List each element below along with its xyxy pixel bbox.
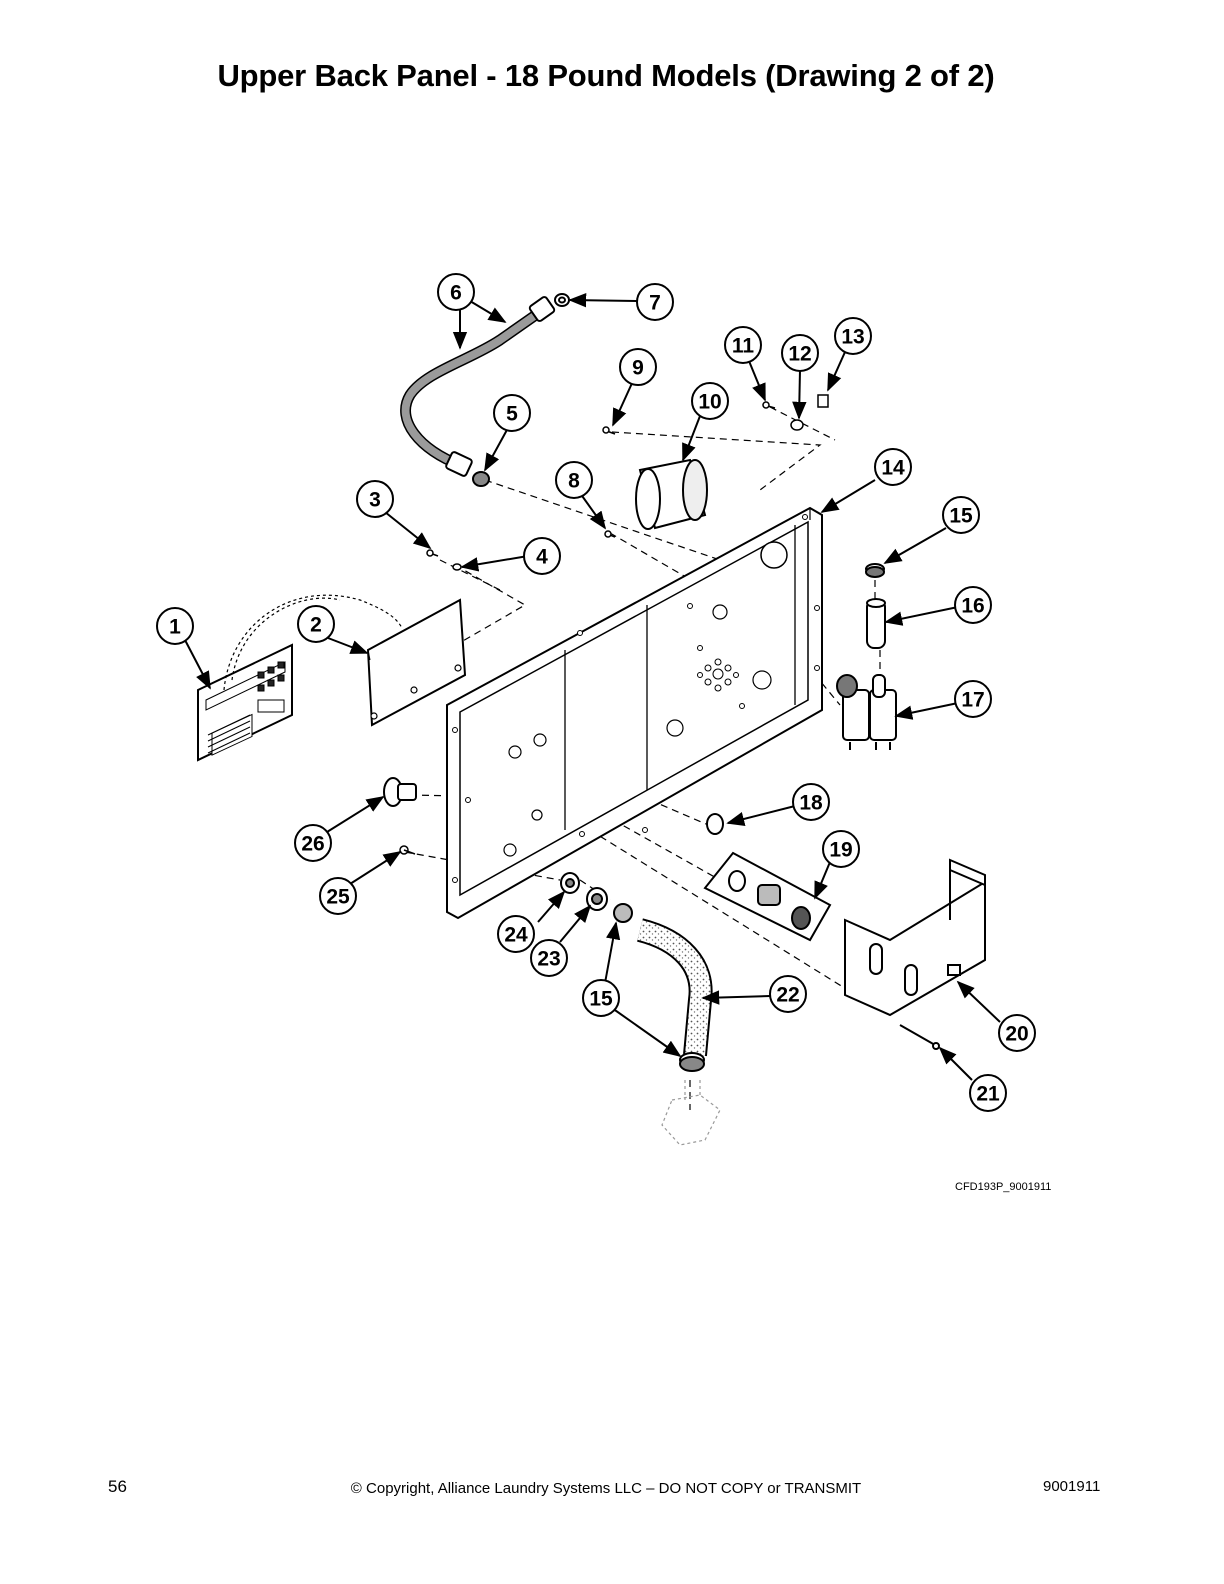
- callout-20: 20: [998, 1014, 1036, 1052]
- hose-screen-filter: [472, 471, 490, 487]
- vent-duct: [635, 458, 708, 530]
- svg-text:18: 18: [799, 792, 823, 815]
- svg-text:22: 22: [776, 984, 799, 1007]
- svg-text:10: 10: [698, 391, 721, 414]
- document-number: 9001911: [1043, 1478, 1101, 1495]
- callout-1: 1: [156, 607, 194, 645]
- svg-text:13: 13: [841, 326, 864, 349]
- page-number: 56: [108, 1477, 127, 1496]
- callout-25: 25: [319, 877, 357, 915]
- copyright-notice: © Copyright, Alliance Laundry Systems LL…: [350, 1480, 862, 1497]
- callout-18: 18: [792, 783, 830, 821]
- callout-4: 4: [523, 537, 561, 575]
- callout-15-lower: 15: [582, 979, 620, 1017]
- svg-text:16: 16: [961, 595, 984, 618]
- callout-12: 12: [781, 334, 819, 372]
- callout-24: 24: [497, 915, 535, 953]
- callout-19: 19: [822, 830, 860, 868]
- svg-text:9: 9: [632, 357, 644, 380]
- leader-lines: [184, 293, 1001, 1081]
- callout-13: 13: [834, 317, 872, 355]
- callout-11: 11: [724, 326, 762, 364]
- svg-text:25: 25: [326, 886, 350, 909]
- svg-text:20: 20: [1005, 1023, 1028, 1046]
- callout-9: 9: [619, 348, 657, 386]
- callout-7: 7: [636, 283, 674, 321]
- svg-text:12: 12: [788, 343, 811, 366]
- valve-hose: [866, 598, 886, 649]
- callout-15-upper: 15: [942, 496, 980, 534]
- callout-5: 5: [493, 394, 531, 432]
- callout-22: 22: [769, 975, 807, 1013]
- svg-text:1: 1: [169, 616, 181, 639]
- mounting-bracket: [844, 858, 986, 1017]
- drain-fittings: [560, 872, 705, 1072]
- svg-text:14: 14: [881, 457, 905, 480]
- svg-text:17: 17: [961, 689, 984, 712]
- callout-8: 8: [555, 461, 593, 499]
- callout-10: 10: [691, 382, 729, 420]
- grommet: [706, 813, 724, 835]
- svg-text:2: 2: [310, 614, 322, 637]
- control-panel-decal: [197, 594, 403, 762]
- svg-text:7: 7: [649, 292, 661, 315]
- drawing-code: CFD193P_9001911: [955, 1181, 1052, 1193]
- callout-26: 26: [294, 824, 332, 862]
- callout-14: 14: [874, 448, 912, 486]
- callout-17: 17: [954, 680, 992, 718]
- svg-text:4: 4: [536, 546, 548, 569]
- callout-6: 6: [437, 273, 475, 311]
- svg-text:24: 24: [504, 924, 528, 947]
- valve-hose-clamp: [865, 563, 885, 578]
- callout-23: 23: [530, 939, 568, 977]
- svg-text:5: 5: [506, 403, 518, 426]
- svg-text:21: 21: [976, 1083, 1000, 1106]
- drain-outlet-ghost: [661, 1080, 721, 1146]
- page-title: Upper Back Panel - 18 Pound Models (Draw…: [217, 58, 995, 93]
- cover-plate: [366, 598, 467, 727]
- svg-text:6: 6: [450, 282, 462, 305]
- water-valve: [836, 674, 897, 750]
- svg-text:26: 26: [301, 833, 324, 856]
- svg-text:15: 15: [589, 988, 613, 1011]
- fill-hose: [400, 296, 556, 477]
- fitting-kit: [703, 851, 832, 942]
- callout-16: 16: [954, 586, 992, 624]
- callout-21: 21: [969, 1074, 1007, 1112]
- svg-text:11: 11: [732, 335, 755, 358]
- drain-hose: [636, 918, 713, 1057]
- callout-3: 3: [356, 480, 394, 518]
- svg-text:15: 15: [949, 505, 973, 528]
- panel-plug: [383, 777, 417, 807]
- hose-washer: [554, 293, 570, 307]
- svg-text:19: 19: [829, 839, 852, 862]
- svg-text:23: 23: [537, 948, 560, 971]
- callout-2: 2: [297, 605, 335, 643]
- mounting-pin: [899, 1024, 940, 1050]
- svg-text:3: 3: [369, 489, 381, 512]
- back-panel-frame: [446, 506, 823, 920]
- svg-text:8: 8: [568, 470, 580, 493]
